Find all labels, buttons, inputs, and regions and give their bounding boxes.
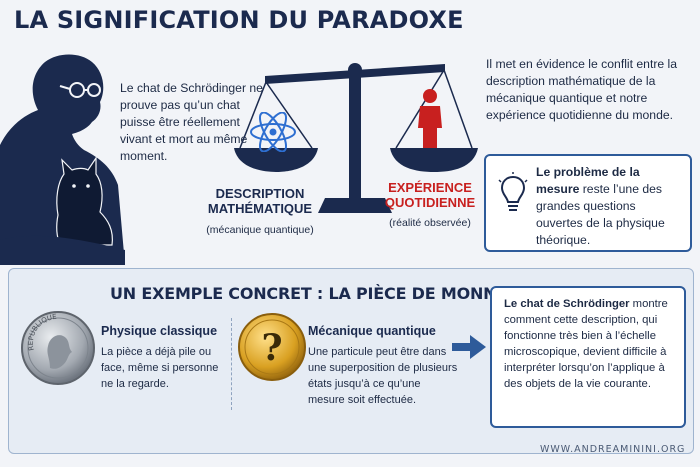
- right-pan-subtitle: (réalité observée): [389, 217, 471, 229]
- schrodinger-silhouette: [0, 54, 125, 265]
- lightbulb-icon: [498, 172, 528, 211]
- conflict-text: Il met en évidence le conflit entre la d…: [486, 57, 678, 122]
- balance-scale: [234, 63, 478, 213]
- gold-coin-icon: ?: [238, 313, 306, 381]
- atom-icon: [250, 112, 296, 152]
- example-title: UN EXEMPLE CONCRET : LA PIÈCE DE MONNAIE: [110, 284, 526, 303]
- conclusion-text: montre comment cette description, qui fo…: [504, 298, 668, 390]
- intro-text: Le chat de Schrödinger ne prouve pas qu’…: [120, 81, 263, 163]
- person-icon: [418, 89, 442, 148]
- right-pan-label-line2: QUOTIDIENNE: [384, 195, 476, 210]
- quantum-text: Une particule peut être dans une superpo…: [308, 346, 458, 406]
- right-pan-label-line1: EXPÉRIENCE: [388, 180, 472, 195]
- measurement-problem-card: Le problème de la mesure reste l’une des…: [484, 154, 692, 252]
- question-mark: ?: [261, 327, 282, 369]
- measurement-problem-text: reste l’une des grandes questions ouvert…: [536, 182, 665, 247]
- left-pan-label-line2: MATHÉMATIQUE: [207, 201, 313, 216]
- classical-heading: Physique classique: [101, 324, 218, 338]
- conclusion-bold: Le chat de Schrödinger: [504, 298, 630, 310]
- footer-url: WWW.ANDREAMININI.ORG: [540, 444, 686, 455]
- arrow-right-icon: [452, 335, 486, 359]
- classical-text: La pièce a déjà pile ou face, même si pe…: [101, 346, 219, 390]
- measurement-problem-bold: Le problème de la mesure: [536, 165, 640, 196]
- conclusion-card: Le chat de Schrödinger montre comment ce…: [490, 286, 686, 428]
- silver-coin-icon: [21, 311, 95, 385]
- page-title: LA SIGNIFICATION DU PARADOXE: [14, 6, 464, 34]
- coin-inscription: REPUBLIQUE: [27, 313, 57, 351]
- svg-text:REPUBLIQUE: REPUBLIQUE: [27, 313, 57, 351]
- left-pan-label-line1: DESCRIPTION: [215, 186, 305, 201]
- left-pan-subtitle: (mécanique quantique): [206, 224, 314, 236]
- quantum-heading: Mécanique quantique: [308, 324, 436, 338]
- section-divider: [231, 318, 233, 410]
